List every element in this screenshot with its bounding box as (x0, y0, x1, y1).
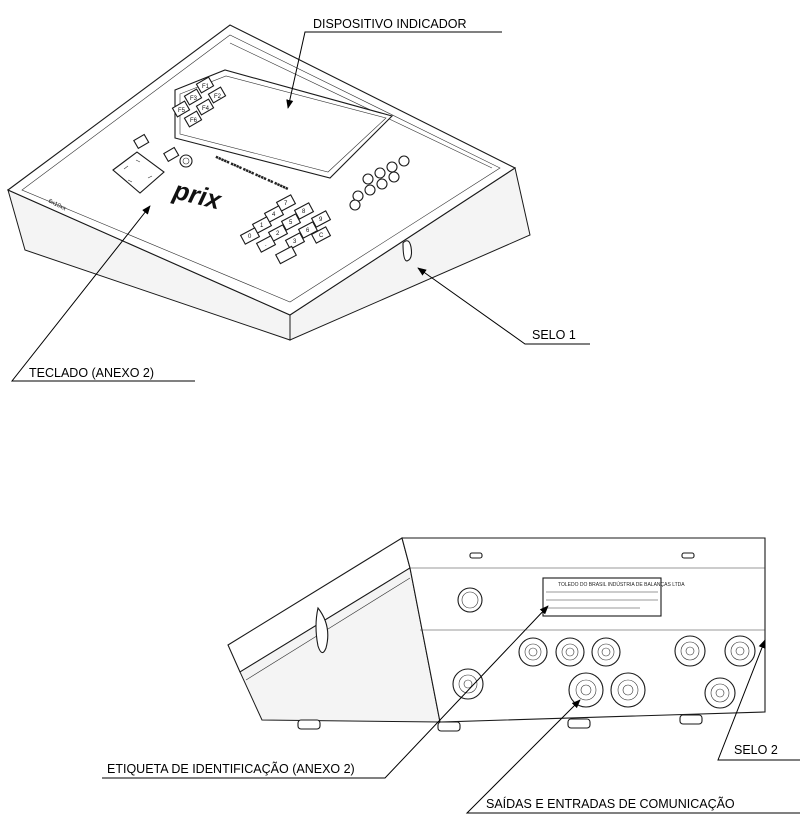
key-0: 0 (248, 234, 252, 240)
key-4: 4 (272, 212, 276, 218)
identification-plate (542, 577, 662, 617)
label-display: DISPOSITIVO INDICADOR (313, 17, 467, 31)
top-face (6, 24, 517, 316)
key-9: 9 (319, 217, 323, 223)
leader-seal1 (417, 267, 590, 345)
leaders-bottom (102, 605, 800, 814)
right-keys (349, 155, 410, 211)
feet (297, 714, 703, 732)
seal-1-loop (402, 240, 413, 262)
key-7: 7 (284, 201, 288, 207)
key-f1: F1 (202, 84, 210, 90)
leader-id-tag (102, 605, 549, 779)
key-f4: F4 (202, 106, 210, 112)
direction-pad (112, 151, 165, 194)
key-8: 8 (302, 209, 306, 215)
label-seal1: SELO 1 (532, 328, 576, 342)
key-5: 5 (289, 220, 293, 226)
key-left-top (133, 133, 150, 150)
key-2: 2 (276, 231, 280, 237)
key-f3: F3 (190, 96, 198, 102)
leader-seal2 (717, 639, 800, 761)
label-keyboard: TECLADO (ANEXO 2) (29, 366, 154, 380)
key-6: 6 (306, 228, 310, 234)
function-keys: F1 F2 F3 F4 F5 F6 (171, 76, 227, 128)
indicator-front-view: ■■■■■ ■■■■ ■■■■ ■■■■ ■■ ■■■■■ F1 F2 F3 F… (6, 24, 531, 341)
side-seal-loop (315, 606, 329, 654)
leader-display (286, 31, 502, 109)
leader-io (465, 699, 800, 814)
indicator-rear-view: TOLEDO DO BRASIL INDÚSTRIA DE BALANÇAS L… (227, 537, 766, 732)
numeric-keypad: 7 8 9 4 5 6 1 2 3 0 . C (239, 194, 332, 265)
key-f6: F6 (190, 118, 198, 124)
key-c: C (319, 233, 324, 239)
vent-slot-left (469, 552, 483, 559)
vent-slot-right (681, 552, 695, 559)
label-id-tag: ETIQUETA DE IDENTIFICAÇÃO (ANEXO 2) (107, 762, 355, 776)
cable-glands (452, 635, 756, 709)
key-1: 1 (260, 223, 264, 229)
key-dot: . (265, 242, 267, 248)
bezel (21, 34, 501, 303)
key-3: 3 (293, 239, 297, 245)
power-key (179, 154, 193, 168)
key-left-mid (163, 146, 180, 163)
key-f2: F2 (214, 94, 222, 100)
plate-line1: TOLEDO DO BRASIL INDÚSTRIA DE BALANÇAS L… (558, 581, 685, 588)
leaders-top (10, 31, 590, 382)
key-f5: F5 (178, 108, 186, 114)
label-seal2: SELO 2 (734, 743, 778, 757)
round-plug (457, 587, 483, 613)
display-window (174, 69, 394, 179)
leader-keyboard (10, 205, 195, 382)
label-io: SAÍDAS E ENTRADAS DE COMUNICAÇÃO (486, 796, 735, 811)
